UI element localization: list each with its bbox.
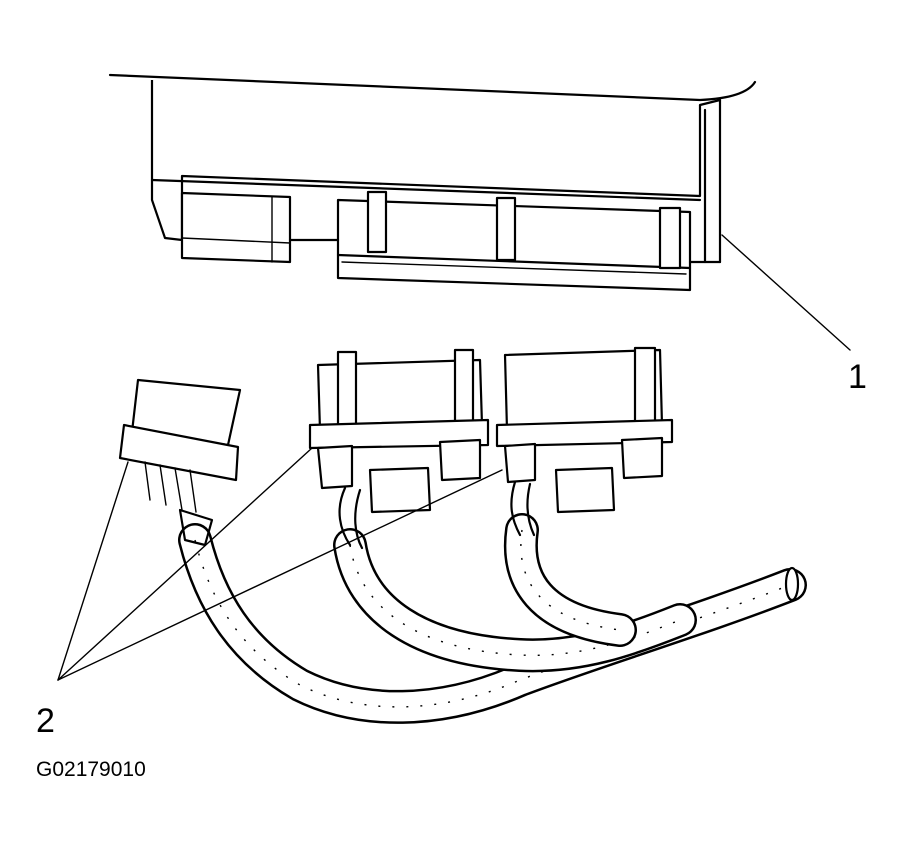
leader-line-2c [57, 469, 503, 681]
leader-line-2b [57, 447, 313, 681]
callout-label-1: 1 [848, 358, 867, 396]
electronic-module [108, 73, 757, 292]
connector-middle [308, 348, 490, 550]
leader-line-2a [57, 461, 129, 681]
leader-line-1 [721, 234, 851, 351]
figure-code: G02179010 [36, 758, 146, 781]
connector-right [495, 346, 674, 537]
callout-label-2: 2 [36, 702, 55, 740]
connector-small [118, 378, 242, 547]
wiring-harness [178, 513, 807, 724]
leader-lines [57, 234, 851, 681]
